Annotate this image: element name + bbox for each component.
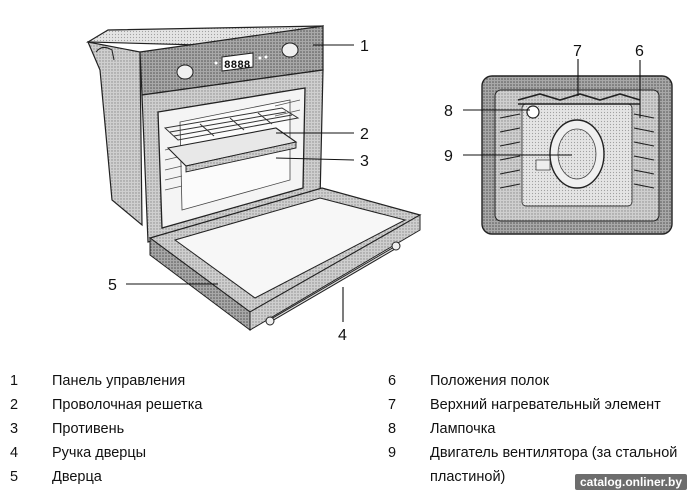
callout-lines bbox=[126, 44, 641, 322]
watermark: catalog.onliner.by bbox=[574, 474, 687, 490]
callout-1: 1 bbox=[360, 38, 369, 55]
callout-3: 3 bbox=[360, 153, 369, 170]
oven-door bbox=[148, 187, 422, 331]
wire-rack bbox=[163, 107, 300, 141]
door-handle bbox=[265, 241, 401, 326]
baking-tray bbox=[166, 127, 298, 173]
oven-body: 8888 bbox=[85, 25, 422, 331]
callout-2: 2 bbox=[360, 126, 369, 143]
callout-9: 9 bbox=[444, 148, 453, 165]
oven-cavity-view bbox=[481, 75, 673, 235]
shelf-positions bbox=[499, 113, 655, 189]
callout-6: 6 bbox=[635, 43, 644, 60]
callout-7: 7 bbox=[573, 43, 582, 60]
callout-5: 5 bbox=[108, 277, 117, 294]
legend: 1 Панель управления 2 Проволочная решетк… bbox=[10, 373, 678, 485]
top-heating-element bbox=[517, 93, 641, 105]
oven-diagram: 8888 bbox=[85, 25, 673, 344]
callout-8: 8 bbox=[444, 103, 453, 120]
svg-text:8888: 8888 bbox=[224, 60, 251, 72]
oven-lamp bbox=[526, 105, 540, 119]
fan-cover bbox=[549, 119, 605, 189]
callout-4: 4 bbox=[338, 327, 347, 344]
control-display: 8888 bbox=[221, 52, 254, 72]
